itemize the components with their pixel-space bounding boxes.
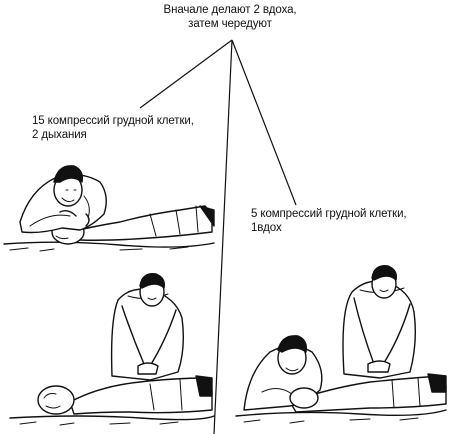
two-rescuers-scene	[235, 265, 447, 424]
one-rescuer-compression-scene	[9, 273, 215, 426]
rescuer-hands	[59, 209, 90, 227]
victim-belt	[195, 375, 213, 397]
victim-clothing-folds	[149, 205, 199, 237]
rescuer-hands	[137, 362, 159, 375]
rescuer-folds	[29, 195, 90, 227]
rescuer-one-hair	[277, 335, 308, 353]
rescuer-one-folds	[261, 388, 293, 395]
left-caption-line1: 15 компрессий грудной клетки,	[32, 115, 194, 127]
right-caption-line1: 5 компрессий грудной клетки,	[251, 208, 407, 220]
victim-head	[289, 387, 319, 409]
victim-head	[37, 385, 75, 415]
pointer-lines	[139, 39, 297, 434]
victim-body	[69, 377, 213, 415]
right-caption-line2: 1вдох	[251, 222, 282, 234]
top-caption-line2: затем чередуют	[188, 18, 272, 30]
ground-line	[3, 241, 215, 248]
rescuer-two-hair	[371, 265, 398, 281]
victim-face	[43, 393, 61, 409]
ground-line	[235, 409, 447, 417]
victim-clothing-folds	[149, 379, 183, 411]
rescuer-arms	[121, 305, 177, 367]
rescuer-face	[61, 189, 77, 203]
right-caption: 5 компрессий грудной клетки, 1вдох	[251, 207, 407, 235]
top-caption: Вначале делают 2 вдоха, затем чередуют	[140, 3, 320, 31]
ground-hatching	[243, 417, 419, 424]
left-caption: 15 компрессий грудной клетки, 2 дыхания	[32, 114, 194, 142]
victim-belt	[427, 373, 447, 393]
victim-face	[55, 235, 69, 240]
left-caption-line2: 2 дыхания	[32, 129, 87, 141]
pointer-line-left	[139, 39, 233, 109]
ground-hatching	[9, 246, 189, 252]
ground-hatching	[19, 421, 179, 426]
victim-belt	[199, 205, 215, 227]
rescuer-two-hands	[367, 360, 391, 373]
top-caption-line1: Вначале делают 2 вдоха,	[163, 4, 297, 16]
rescuer-two-face	[379, 289, 389, 292]
one-rescuer-breathing-scene	[3, 165, 215, 252]
rescuer-hair	[53, 165, 84, 183]
victim-clothing-folds	[391, 377, 421, 409]
rescuer-two-arms	[353, 297, 411, 367]
rescuer-face	[147, 297, 157, 300]
divider-line-vertical	[213, 39, 233, 434]
ground-line	[9, 415, 215, 421]
pointer-line-right	[231, 39, 297, 206]
rescuer-hair	[139, 273, 166, 289]
rescuer-one-face	[285, 367, 299, 372]
